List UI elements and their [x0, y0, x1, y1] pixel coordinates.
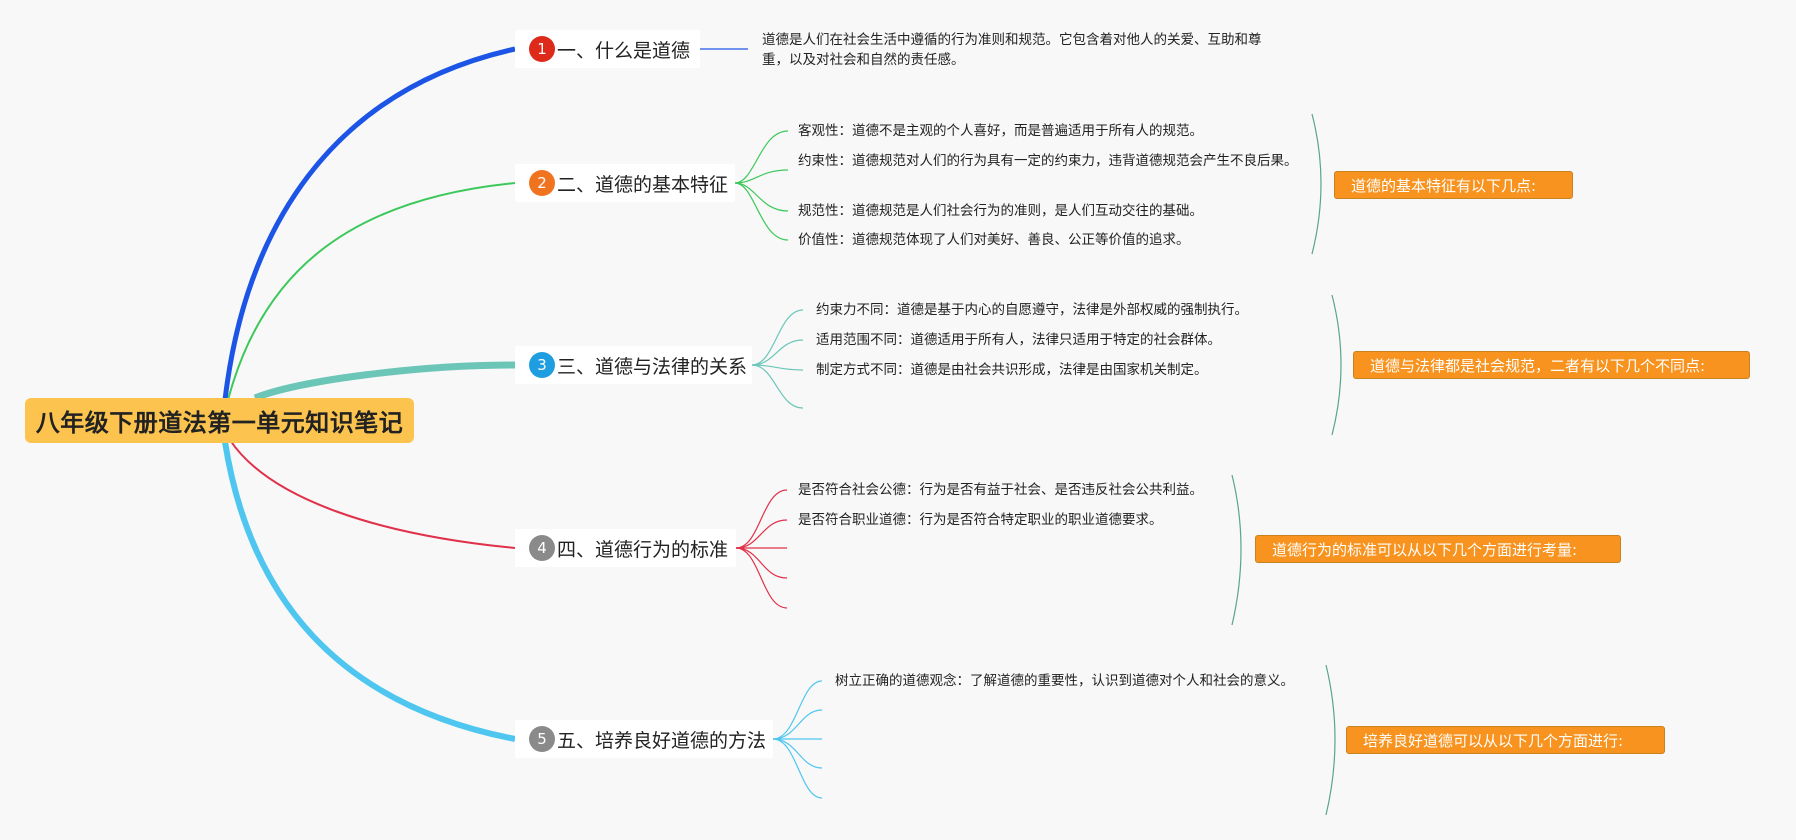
- leaf-fan-4: [735, 489, 788, 609]
- summary-bracket-3: [1331, 294, 1342, 436]
- branch-line-2: [227, 182, 516, 401]
- summary-4[interactable]: 道德行为的标准可以从以下几个方面进行考量:: [1255, 535, 1621, 563]
- leaf-4-1[interactable]: 是否符合社会公德：行为是否有益于社会、是否违反社会公共利益。: [798, 482, 1203, 498]
- number-badge-2: 2: [529, 170, 555, 196]
- branch-title-3: 三、道德与法律的关系: [557, 355, 748, 378]
- leaf-2-2[interactable]: 约束性：道德规范对人们的行为具有一定的约束力，违背道德规范会产生不良后果。: [798, 153, 1298, 169]
- leaf-3-3[interactable]: 制定方式不同：道德是由社会共识形成，法律是由国家机关制定。: [816, 362, 1208, 378]
- branch-title-5: 五、培养良好道德的方法: [557, 729, 767, 752]
- leaf-3-1[interactable]: 约束力不同：道德是基于内心的自愿遵守，法律是外部权威的强制执行。: [816, 302, 1248, 318]
- branch-title-2: 二、道德的基本特征: [557, 173, 729, 196]
- branch-topic-1[interactable]: 1 一、什么是道德: [515, 30, 700, 68]
- number-badge-5: 5: [529, 726, 555, 752]
- branch-line-4: [229, 439, 516, 549]
- branch-line-1: [222, 46, 516, 401]
- leaf-5-1[interactable]: 树立正确的道德观念：了解道德的重要性，认识到道德对个人和社会的意义。: [835, 673, 1294, 689]
- summary-2[interactable]: 道德的基本特征有以下几点:: [1334, 171, 1573, 199]
- branch-topic-2[interactable]: 2 二、道德的基本特征: [515, 164, 735, 202]
- summary-bracket-4: [1231, 474, 1242, 626]
- number-badge-3: 3: [529, 352, 555, 378]
- number-badge-4: 4: [529, 535, 555, 561]
- leaf-2-1[interactable]: 客观性：道德不是主观的个人喜好，而是普遍适用于所有人的规范。: [798, 123, 1203, 139]
- branch-title-4: 四、道德行为的标准: [557, 538, 729, 561]
- number-badge-1: 1: [529, 36, 555, 62]
- leaf-fan-3: [751, 309, 804, 409]
- branch-topic-4[interactable]: 4 四、道德行为的标准: [515, 529, 736, 567]
- leaf-3-2[interactable]: 适用范围不同：道德适用于所有人，法律只适用于特定的社会群体。: [816, 332, 1221, 348]
- summary-3[interactable]: 道德与法律都是社会规范，二者有以下几个不同点:: [1353, 351, 1750, 379]
- branch-topic-3[interactable]: 3 三、道德与法律的关系: [515, 346, 752, 384]
- central-topic-title: 八年级下册道法第一单元知识笔记: [35, 409, 404, 437]
- summary-bracket-5: [1325, 664, 1336, 816]
- summary-5[interactable]: 培养良好道德可以从以下几个方面进行:: [1346, 726, 1665, 754]
- branch-topic-5[interactable]: 5 五、培养良好道德的方法: [515, 720, 773, 758]
- leaf-4-2[interactable]: 是否符合职业道德：行为是否符合特定职业的职业道德要求。: [798, 512, 1163, 528]
- leaf-fan-5: [772, 680, 823, 799]
- leaf-1-1[interactable]: 道德是人们在社会生活中遵循的行为准则和规范。它包含着对他人的关爱、互助和尊重，以…: [762, 32, 1262, 68]
- leaf-2-4[interactable]: 价值性：道德规范体现了人们对美好、善良、公正等价值的追求。: [798, 232, 1190, 248]
- leaf-fan-2: [734, 130, 789, 241]
- leaf-2-3[interactable]: 规范性：道德规范是人们社会行为的准则，是人们互动交往的基础。: [798, 203, 1203, 219]
- branch-title-1: 一、什么是道德: [557, 39, 691, 62]
- branch-line-5: [222, 441, 516, 742]
- branch-line-3: [253, 361, 516, 402]
- central-topic[interactable]: 八年级下册道法第一单元知识笔记: [25, 398, 414, 443]
- summary-bracket-2: [1311, 113, 1322, 255]
